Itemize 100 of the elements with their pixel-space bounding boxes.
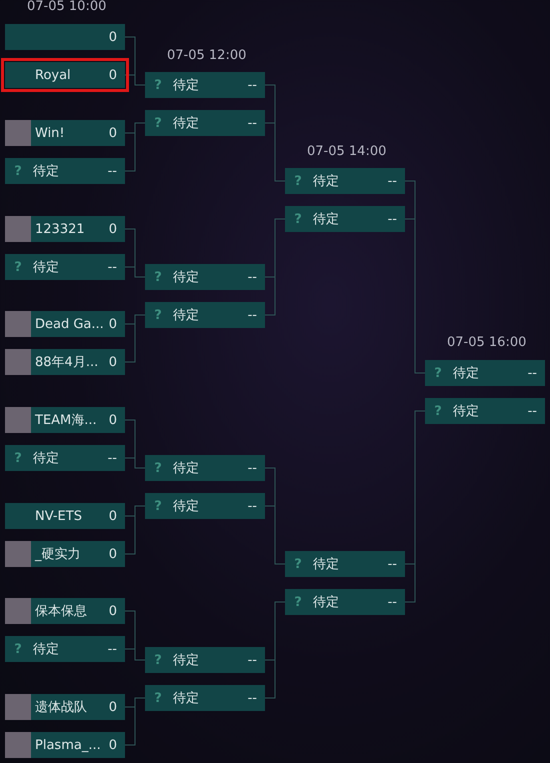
team-name: TEAM海... [35,412,98,429]
round-time: 07-05 16:00 [447,335,526,350]
pending-text: 待定 [313,594,340,611]
team-slot [5,732,125,758]
team-slot [5,120,125,146]
pending-text: 待定 [173,460,200,477]
team-name: Win! [35,126,66,140]
score: 0 [108,30,117,44]
pending-text: 待定 [173,115,200,132]
bracket-line [124,458,146,468]
score: -- [248,690,257,706]
question-mark: ? [153,78,163,92]
bracket-line [264,122,286,182]
pending-text: 待定 [313,173,340,190]
round-time: 07-05 12:00 [167,48,246,63]
pending-text: 待定 [173,690,200,707]
question-mark: ? [293,212,303,226]
team-slot [5,598,125,624]
question-mark: ? [153,116,163,130]
pending-text: 待定 [33,641,60,658]
pending-text: 待定 [453,365,480,382]
bracket-line [404,410,426,602]
score: -- [248,78,257,92]
pending-slot [145,302,265,328]
question-mark: ? [153,270,163,284]
pending-text: 待定 [173,498,200,515]
score: -- [528,366,537,380]
score: 0 [108,126,117,140]
team-name: 遗体战队 [35,699,88,716]
score: -- [108,642,117,656]
bracket-line [404,218,426,374]
score: -- [248,460,257,476]
pending-slot [145,455,265,481]
pending-slot [145,493,265,519]
question-mark: ? [433,404,443,418]
question-mark: ? [13,642,23,656]
score: -- [108,450,117,466]
team-name: 123321 [35,222,86,236]
score: -- [248,116,257,130]
score: 0 [108,222,117,236]
score: -- [248,308,257,322]
pending-slot [425,360,545,386]
round-time: 07-05 10:00 [27,0,106,14]
bracket-line [124,506,146,554]
question-mark: ? [433,366,443,380]
score: 0 [108,354,117,370]
pending-slot [285,551,405,577]
team-name: _硬实力 [35,546,82,563]
question-mark: ? [153,498,163,514]
team-slot [5,503,125,529]
pending-text: 待定 [33,259,60,276]
score: -- [388,212,397,226]
team-slot [5,216,125,242]
pending-text: 待定 [33,450,60,467]
bracket-line [264,218,286,316]
pending-slot [145,685,265,711]
team-slot [5,407,125,433]
score: 0 [108,546,117,562]
pending-slot [145,72,265,98]
score: 0 [108,316,117,332]
question-mark: ? [153,308,163,322]
pending-text: 待定 [313,211,340,228]
pending-slot [425,398,545,424]
pending-text: 待定 [313,556,340,573]
pending-text: 待定 [453,403,480,420]
bracket-line [124,698,146,746]
score: -- [248,270,257,284]
score: 0 [108,412,117,428]
team-name: 88年4月... [35,354,100,371]
question-mark: ? [153,652,163,668]
score: 0 [108,508,117,524]
pending-slot [285,589,405,615]
team-slot [5,541,125,567]
pending-slot [5,158,125,184]
question-mark: ? [13,260,23,274]
bracket-line [124,314,146,362]
question-mark: ? [293,594,303,610]
pending-slot [285,168,405,194]
team-name: NV-ETS [35,508,83,524]
team-name: Royal [35,68,72,82]
question-mark: ? [293,556,303,572]
team-slot [5,694,125,720]
score: -- [388,556,397,572]
bracket-line [264,602,286,698]
team-name: Dead Ga... [35,316,105,332]
pending-slot [5,636,125,662]
bracket-line [124,648,146,660]
score: 0 [108,700,117,714]
score: -- [248,498,257,514]
pending-text: 待定 [173,269,200,286]
team-slot [5,349,125,375]
question-mark: ? [13,450,23,466]
score: -- [528,404,537,418]
team-name: 保本保息 [35,603,88,620]
team-slot [5,24,125,50]
bracket-line [124,266,146,278]
pending-slot [145,110,265,136]
pending-slot [145,264,265,290]
score: 0 [108,738,117,752]
score: -- [108,164,117,178]
